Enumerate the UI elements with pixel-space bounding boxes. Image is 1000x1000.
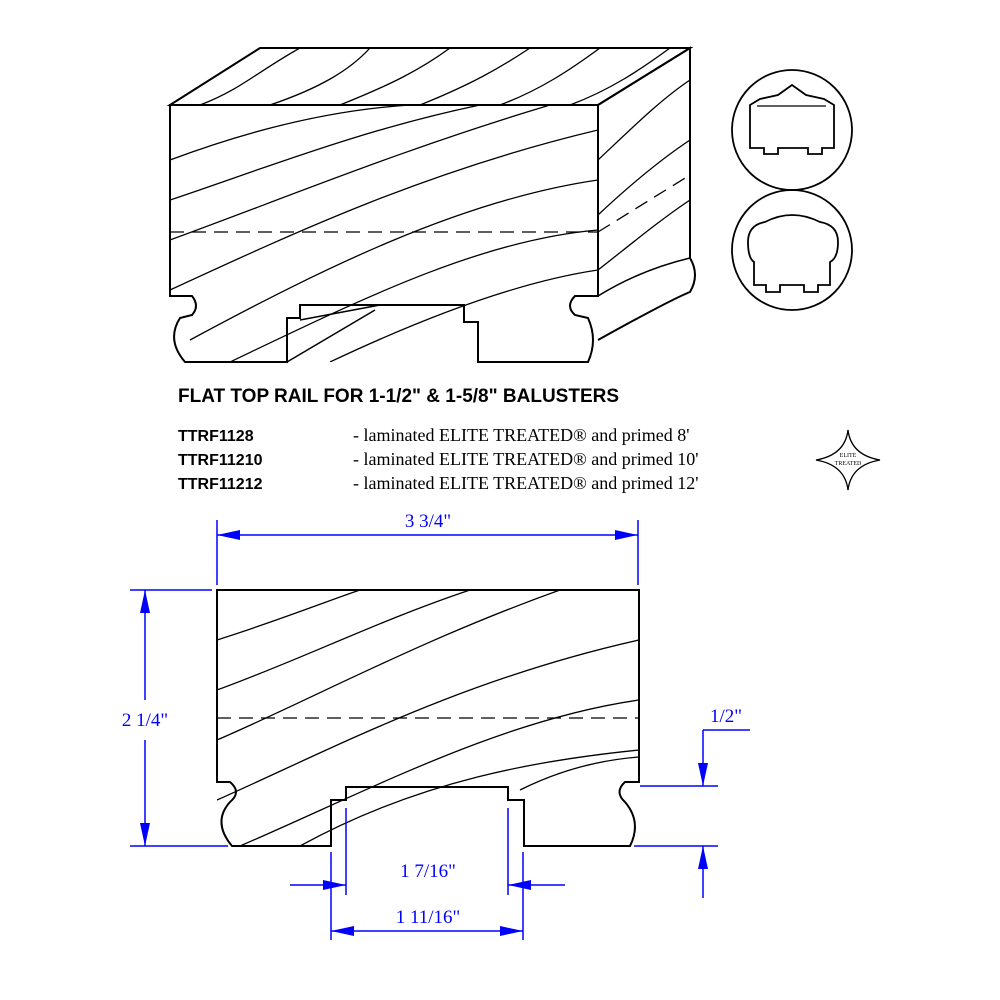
side-grain-lines	[598, 79, 690, 271]
dimension-labels: 3 3/4" 2 1/4" 1/2" 1 7/16" 1 11/16"	[122, 511, 742, 928]
dim-groove-outer-label: 1 11/16"	[396, 907, 461, 928]
profile-circle-flat	[731, 69, 853, 191]
dim-groove-inner-label: 1 7/16"	[400, 861, 456, 882]
product-description: - laminated ELITE TREATED® and primed 10…	[353, 449, 699, 469]
rail-front-face	[169, 104, 599, 363]
product-code: TTRF11210	[178, 452, 263, 469]
elite-treated-logo: ELITE TREATED	[815, 429, 881, 491]
rail-side-face	[597, 46, 696, 341]
product-code: TTRF11212	[178, 476, 263, 493]
section-grain-lines	[217, 590, 639, 846]
rail-section-view	[216, 589, 640, 847]
dimension-lines	[130, 520, 750, 940]
product-row: TTRF1128 - laminated ELITE TREATED® and p…	[178, 425, 690, 446]
dim-groove-depth-label: 1/2"	[710, 706, 742, 727]
dim-width-label: 3 3/4"	[405, 511, 451, 532]
profile-circle-rounded	[731, 189, 853, 311]
product-description: - laminated ELITE TREATED® and primed 12…	[353, 473, 699, 493]
product-row: TTRF11212 - laminated ELITE TREATED® and …	[178, 473, 699, 494]
section-outline	[216, 589, 640, 847]
product-code: TTRF1128	[178, 428, 254, 445]
front-grain-lines	[170, 105, 598, 362]
diagram-title: FLAT TOP RAIL FOR 1-1/2" & 1-5/8" BALUST…	[178, 386, 620, 407]
product-description: - laminated ELITE TREATED® and primed 8'	[353, 425, 690, 445]
top-grain-lines	[199, 48, 671, 105]
product-row: TTRF11210 - laminated ELITE TREATED® and …	[178, 449, 699, 470]
dim-height-label: 2 1/4"	[122, 710, 168, 731]
logo-text-line2: TREATED	[835, 461, 862, 467]
logo-text-line1: ELITE	[840, 453, 857, 459]
rail-isometric-view	[166, 46, 696, 363]
